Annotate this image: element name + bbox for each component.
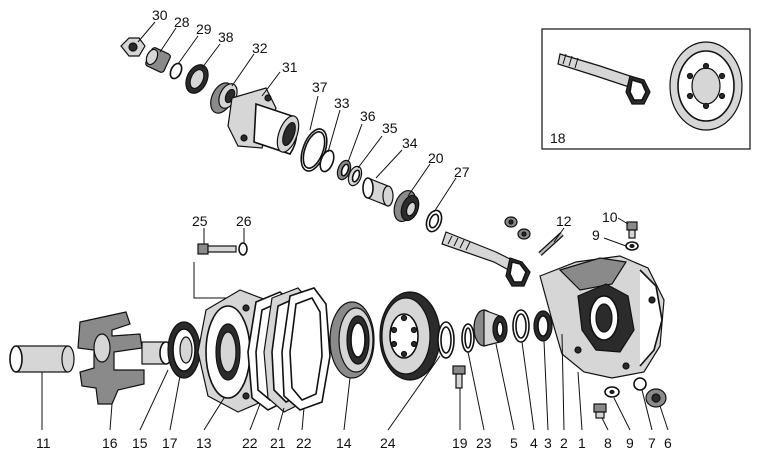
part-12-stud <box>538 232 564 256</box>
callout-21: 21 <box>270 435 286 451</box>
callout-26: 26 <box>236 213 252 229</box>
callout-23: 23 <box>476 435 492 451</box>
callout-5: 5 <box>510 435 518 451</box>
callout-8: 8 <box>604 435 612 451</box>
part-6-plug <box>645 388 667 408</box>
callout-31: 31 <box>282 59 298 75</box>
callout-32: 32 <box>252 40 268 56</box>
callout-labels: 30 28 29 38 32 31 37 33 36 35 34 20 27 1… <box>36 7 672 451</box>
callout-34: 34 <box>402 135 418 151</box>
part-7-washer <box>633 377 647 391</box>
callout-18: 18 <box>550 130 566 146</box>
part-33-ring <box>319 149 335 173</box>
callout-37: 37 <box>312 79 328 95</box>
callout-1: 1 <box>578 435 586 451</box>
part-35-spacer <box>347 165 363 187</box>
part-34-sleeve <box>362 177 394 207</box>
part-30-nut <box>120 37 146 57</box>
callout-33: 33 <box>334 95 350 111</box>
callout-30: 30 <box>152 7 168 23</box>
part-24-crown-gear <box>379 291 441 381</box>
part-9-washer-top <box>625 241 639 251</box>
part-23-ring <box>437 321 475 359</box>
inset-box-18 <box>541 28 751 150</box>
callout-12: 12 <box>556 213 572 229</box>
part-36-spacer <box>336 159 352 181</box>
callout-22-a: 22 <box>242 435 258 451</box>
callout-25: 25 <box>192 213 208 229</box>
bracket-line <box>193 262 232 299</box>
part-3-seal <box>533 310 553 342</box>
part-28-bush <box>145 47 171 73</box>
callout-6: 6 <box>664 435 672 451</box>
callout-36: 36 <box>360 108 376 124</box>
callout-4: 4 <box>530 435 538 451</box>
callout-27: 27 <box>454 164 470 180</box>
callout-14: 14 <box>336 435 352 451</box>
part-9-washer-bottom <box>604 386 620 398</box>
part-17-seal <box>167 321 201 379</box>
part-31-housing <box>227 87 300 155</box>
callout-11: 11 <box>36 435 51 451</box>
part-16-hub <box>77 311 173 405</box>
callout-38: 38 <box>218 29 234 45</box>
callout-35: 35 <box>382 120 398 136</box>
callout-28: 28 <box>174 14 190 30</box>
part-10-bolt <box>626 221 638 239</box>
callout-15: 15 <box>132 435 148 451</box>
callout-29: 29 <box>196 21 212 37</box>
pinion-shaft <box>441 231 531 287</box>
part-22-gasket-b <box>281 287 331 411</box>
callout-9-bottom: 9 <box>626 435 634 451</box>
part-8-bolt <box>593 403 607 419</box>
callout-16: 16 <box>102 435 118 451</box>
callout-13: 13 <box>196 435 212 451</box>
part-27-ring <box>425 209 443 233</box>
callout-10: 10 <box>602 209 618 225</box>
callout-2: 2 <box>560 435 568 451</box>
part-26-washer <box>238 242 248 256</box>
part-19-bolt <box>452 365 466 389</box>
callout-9-top: 9 <box>592 227 600 243</box>
callout-7: 7 <box>648 435 656 451</box>
callout-19: 19 <box>452 435 468 451</box>
callout-17: 17 <box>162 435 178 451</box>
part-38-seal <box>185 64 209 94</box>
part-1-housing <box>539 255 665 379</box>
small-nuts <box>504 216 531 240</box>
callout-24: 24 <box>380 435 396 451</box>
part-20-bearing <box>393 189 420 223</box>
part-5-bearing <box>473 309 508 347</box>
part-25-bolt <box>197 243 237 255</box>
part-4-ring <box>512 309 530 343</box>
callout-3: 3 <box>544 435 552 451</box>
part-11-pin <box>9 345 75 373</box>
part-29-washer <box>169 62 183 80</box>
part-14-bearing <box>329 301 375 379</box>
leader-lines <box>41 21 669 431</box>
callout-20: 20 <box>428 150 444 166</box>
callout-22-b: 22 <box>296 435 312 451</box>
